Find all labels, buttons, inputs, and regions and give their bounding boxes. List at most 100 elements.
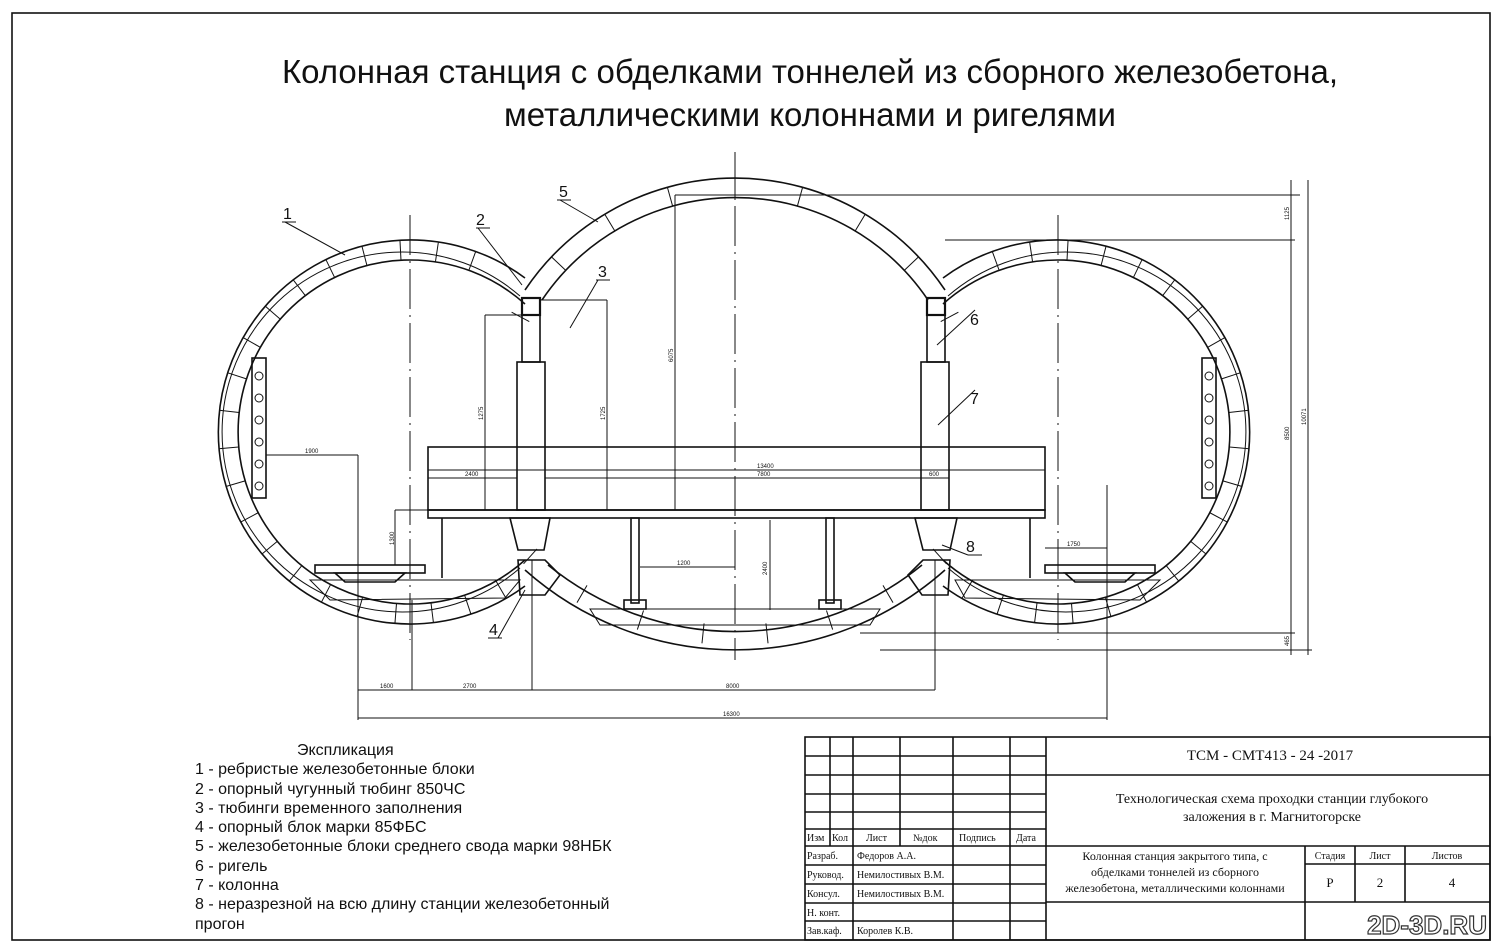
bolt-icon [254, 371, 264, 381]
left-column [516, 296, 546, 511]
segment-joint [394, 603, 398, 624]
bolt-icon [254, 393, 264, 403]
segment-joint [523, 548, 538, 565]
segment-joint [1070, 603, 1074, 624]
sheets-value: 4 [1449, 875, 1456, 890]
bolt-icon [1204, 459, 1214, 469]
segment-joint [325, 259, 336, 278]
dim-1600: 1600 [380, 684, 394, 690]
segment-joint [1100, 245, 1107, 266]
dim-1900: 1900 [305, 449, 319, 455]
role-head-of-dept: Зав.каф. [807, 926, 842, 937]
sheet-frame [11, 12, 1491, 941]
bolt-icon [254, 437, 264, 447]
segment-joint [1221, 372, 1241, 380]
track-beds [308, 564, 1162, 626]
name-developer: Федоров А.А. [857, 851, 916, 862]
header-kol: Кол [832, 833, 848, 844]
segment-joint [604, 213, 616, 232]
legend-item: 7 - колонна [195, 877, 279, 895]
bolt-icon [1204, 371, 1214, 381]
track-supports [623, 517, 842, 610]
segment-joint [796, 187, 804, 207]
dimension-lines [266, 180, 1312, 720]
segment-joint [854, 213, 866, 232]
segment-joint [399, 240, 402, 261]
segment-joint [218, 446, 239, 450]
right-bolt-plate [1201, 357, 1217, 499]
segment-joint [468, 251, 477, 271]
callout-1: 1 [283, 206, 292, 223]
header-list: Лист [866, 833, 888, 844]
dim-16300: 16300 [723, 712, 740, 718]
right-column [920, 296, 950, 511]
bolt-icon [254, 415, 264, 425]
callout-2: 2 [476, 212, 485, 229]
segment-joint [1162, 279, 1176, 296]
header-signature: Подпись [959, 833, 996, 844]
dimension-texts: 1900 2400 13400 7800 600 1200 1750 1300 … [305, 206, 1308, 718]
sheet-title-line2: обделками тоннелей из сборного [1091, 865, 1259, 879]
drawing-title-line1: Колонная станция с обделками тоннелей из… [281, 53, 1339, 90]
dim-1200: 1200 [677, 561, 691, 567]
segment-joint [1034, 602, 1038, 623]
role-norm-control: Н. конт. [807, 908, 840, 919]
segment-joint [765, 623, 769, 644]
segment-joint [576, 585, 588, 603]
segment-joint [1190, 541, 1207, 555]
bolt-icon [1204, 393, 1214, 403]
name-consultant: Немилостивых В.М. [857, 889, 944, 900]
segment-joint [882, 585, 894, 603]
segment-joint [701, 623, 705, 644]
legend-item: 6 - ригель [195, 857, 268, 875]
legend-item: 3 - тюбинги временного заполнения [195, 799, 463, 817]
segment-joint [1229, 446, 1250, 450]
sheet-title-line3: железобетона, металлическими колоннами [1064, 881, 1285, 895]
header-date: Дата [1016, 833, 1036, 844]
segment-joint [1207, 337, 1226, 348]
segment-joint [261, 541, 278, 555]
drawing-title-line2: металлическими колоннами и ригелями [504, 96, 1116, 133]
bolt-icon [254, 481, 264, 491]
header-izm: Изм [807, 833, 825, 844]
watermark-logo: 2D-3D.RU [1367, 910, 1487, 940]
dim-1725: 1725 [601, 406, 607, 420]
legend-item: 4 - опорный блок марки 85ФБС [195, 819, 427, 837]
dim-8000: 8000 [726, 684, 740, 690]
role-developer: Разраб. [807, 851, 838, 862]
segment-joint [288, 565, 303, 582]
callout-7: 7 [970, 391, 979, 408]
segment-joint [430, 602, 434, 623]
segment-joint [1104, 597, 1112, 617]
bolt-icon [1204, 415, 1214, 425]
callout-8: 8 [966, 539, 975, 556]
segment-joint [666, 187, 674, 207]
segment-joint [361, 245, 368, 266]
right-girder [906, 517, 958, 596]
dim-2700: 2700 [463, 684, 477, 690]
legend-item: 1 - ребристые железобетонные блоки [195, 761, 475, 779]
dim-13400: 13400 [757, 464, 774, 470]
title-block: ТСМ - СМТ413 - 24 -2017 Технологическая … [804, 736, 1491, 941]
segment-joint [932, 548, 947, 565]
legend-heading: Экспликация [297, 742, 394, 759]
dim-1300: 1300 [390, 531, 396, 545]
name-supervisor: Немилостивых В.М. [857, 870, 944, 881]
project-title-line1: Технологическая схема проходки станции г… [1116, 792, 1428, 807]
callout-leaders [282, 199, 982, 639]
segment-joint [1132, 259, 1143, 278]
drawing-code: ТСМ - СМТ413 - 24 -2017 [1187, 748, 1354, 764]
dim-10071: 10071 [1302, 408, 1308, 425]
bolt-icon [254, 459, 264, 469]
segment-joint [551, 256, 567, 271]
stage-label: Стадия [1315, 851, 1346, 862]
project-title-line2: заложения в г. Магнитогорске [1183, 810, 1361, 825]
sheet-value: 2 [1377, 875, 1384, 890]
left-bolt-plate [251, 357, 267, 499]
dim-1125: 1125 [1285, 206, 1291, 220]
dim-2400-vertical: 2400 [763, 561, 769, 575]
segment-joint [991, 251, 1000, 271]
segment-joint [264, 305, 281, 320]
legend-item: 8 - неразрезной на всю длину станции жел… [195, 896, 610, 914]
